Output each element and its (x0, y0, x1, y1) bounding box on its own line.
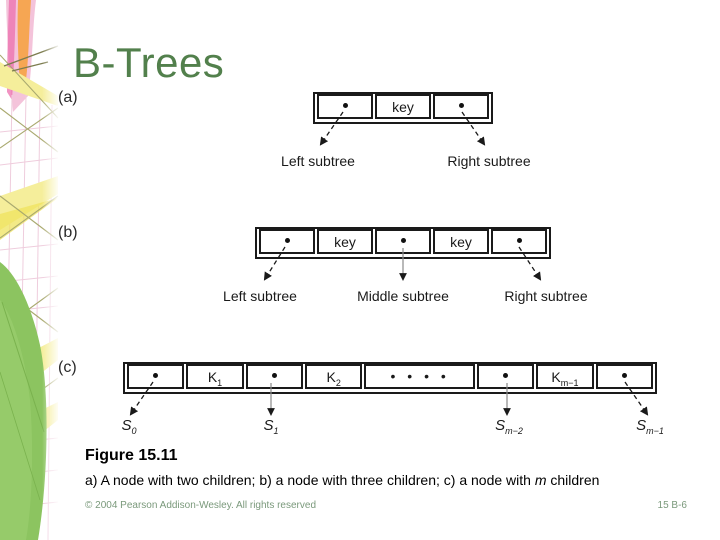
slide-title: B-Trees (73, 39, 225, 86)
panel-label-b: (b) (58, 224, 78, 241)
key-base: K (551, 368, 561, 385)
key-base: K (326, 368, 336, 385)
figure-caption: a) A node with two children; b) a node w… (85, 472, 599, 488)
key-subscript: 1 (217, 377, 223, 388)
caption-text: a) A node with two children; b) a node w… (85, 472, 535, 488)
pointer-dot (621, 372, 627, 378)
panel-label-a: (a) (58, 89, 78, 106)
key-cell: key (375, 94, 431, 119)
panel-label-c: (c) (58, 359, 77, 376)
pointer-cell (259, 229, 315, 254)
caption-text: children (546, 472, 600, 488)
pointer-cell (595, 364, 653, 389)
key-base: K (207, 368, 218, 385)
pointer-dot (284, 237, 290, 243)
node-b: key key (255, 227, 551, 259)
pointer-dot (153, 372, 159, 378)
node-a: key (313, 92, 493, 124)
pointer-cell (375, 229, 431, 254)
s-subscript: m−2 (505, 426, 523, 436)
s-subscript: 1 (273, 426, 279, 436)
pointer-cell (317, 94, 373, 119)
label-middle-subtree-b: Middle subtree (357, 288, 449, 304)
label-left-subtree-b: Left subtree (223, 288, 297, 304)
key-cell: key (433, 229, 489, 254)
pointer-dot (342, 102, 348, 108)
label-left-subtree-a: Left subtree (281, 153, 355, 169)
ellipsis-cell: • • • • (364, 364, 475, 389)
node-c: K1 K2 • • • • Km−1 (123, 362, 657, 394)
key-cell-km1: Km−1 (536, 364, 594, 389)
pointer-dot (503, 372, 509, 378)
label-s1: S1 (263, 417, 279, 436)
key-cell-k1: K1 (186, 364, 244, 389)
s-subscript: 0 (131, 426, 137, 436)
key-cell: key (317, 229, 373, 254)
pointer-cell (491, 229, 547, 254)
pointer-dot (400, 237, 406, 243)
figure-title: Figure 15.11 (85, 447, 178, 464)
key-subscript: m−1 (560, 377, 579, 388)
decorative-border-art (0, 0, 60, 540)
label-sm2: Sm−2 (495, 417, 523, 436)
caption-m-italic: m (534, 472, 547, 488)
ellipsis-dots: • • • • (390, 367, 449, 384)
page-number: 15 B-6 (657, 500, 687, 511)
copyright-text: © 2004 Pearson Addison-Wesley. All right… (85, 500, 317, 511)
s-subscript: m−1 (646, 426, 664, 436)
pointer-cell (245, 364, 303, 389)
s-base: S (121, 417, 132, 434)
s-base: S (636, 417, 647, 434)
key-cell-k2: K2 (304, 364, 363, 389)
label-right-subtree-a: Right subtree (447, 153, 531, 169)
pointer-dot (458, 102, 464, 108)
pointer-cell (433, 94, 489, 119)
pointer-dot (516, 237, 522, 243)
pointer-cell (476, 364, 535, 389)
key-subscript: 2 (335, 377, 341, 388)
label-s0: S0 (121, 417, 137, 436)
s-base: S (263, 417, 274, 434)
pointer-dot (271, 372, 277, 378)
label-sm1: Sm−1 (636, 417, 664, 436)
s-base: S (495, 417, 506, 434)
label-right-subtree-b: Right subtree (504, 288, 588, 304)
pointer-cell (127, 364, 185, 389)
